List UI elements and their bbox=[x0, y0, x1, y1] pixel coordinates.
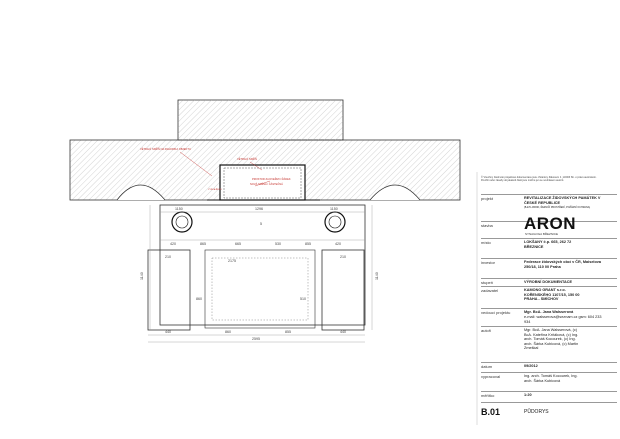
label-datum: datum bbox=[481, 364, 493, 369]
dim-total: 2595 bbox=[252, 337, 260, 341]
label-misto: místo bbox=[481, 240, 491, 245]
dim-small-2: 210 bbox=[340, 255, 346, 259]
label-autori: autoři bbox=[481, 328, 492, 333]
divider bbox=[481, 391, 617, 392]
label-vetraci-skrin: VĚTRACÍ SKŘÍŇ bbox=[237, 156, 257, 161]
copyright-note: © Všechny části této projektové dokument… bbox=[481, 176, 597, 182]
value-zadavatel: KAMONO GRANT s.r.o. KOŘENSKÉHO 1107/15, … bbox=[524, 288, 580, 302]
dim-mid-1: 420 bbox=[170, 242, 176, 246]
label-stupen: stupeň bbox=[481, 280, 494, 285]
columns bbox=[171, 211, 346, 233]
dim-small-4: 510 bbox=[300, 297, 306, 301]
value-vedouci: Mgr. BcA. Jana Walsserová bbox=[524, 310, 574, 314]
label-ventilace: VĚTRACÍ SKŘÍŇ NA PAHORKU/ OBJEKTU bbox=[140, 146, 191, 151]
divider bbox=[481, 278, 617, 279]
divider bbox=[481, 308, 617, 309]
label-investor: investor bbox=[481, 260, 496, 265]
aron-subtitle: SYNAGOGA BŘEZNICE bbox=[525, 232, 559, 236]
label-nova-stena: NOVÁ STĚNA / ČÁSTEČNÁ bbox=[250, 181, 283, 186]
drawing-labels: VĚTRACÍ SKŘÍŇ NA PAHORKU/ OBJEKTU VĚTRAC… bbox=[140, 146, 291, 191]
dimension-text: 1150 1296 1150 420 865 665 530 855 420 2… bbox=[140, 207, 379, 341]
dim-bot-3: 855 bbox=[285, 330, 291, 334]
divider bbox=[481, 194, 617, 195]
dim-bot-4: 440 bbox=[340, 330, 346, 334]
plinth-outline bbox=[147, 204, 366, 331]
value-meritko: 1:20 bbox=[524, 393, 532, 397]
divider bbox=[481, 326, 617, 327]
label-zadavatel: zadavatel bbox=[481, 288, 499, 293]
dim-mid-4: 530 bbox=[275, 242, 281, 246]
dim-side-2: 1140 bbox=[140, 272, 144, 280]
value-misto: LOKŠANY č.p. 665, 262 72 BŘEZNICE bbox=[524, 240, 572, 249]
sheet-code: B.01 bbox=[481, 407, 501, 417]
dim-small-5: 5 bbox=[260, 222, 262, 226]
aron-heading: ARON bbox=[524, 214, 577, 233]
label-vyska: VÝŠKA ŘEZU bbox=[208, 188, 222, 191]
dim-top-1: 1150 bbox=[175, 207, 183, 211]
divider bbox=[481, 221, 617, 222]
dim-side-1: 2175 bbox=[228, 259, 236, 263]
value-projekt-sub: (B-ETL-BRNO, ŘEZNIČÍ PROSTŘEDÍ, POŽÁRNÍ … bbox=[524, 206, 591, 209]
dim-small-1: 210 bbox=[165, 255, 171, 259]
dim-mid-3: 665 bbox=[235, 242, 241, 246]
value-vedouci-contact: e-mail: walsserova@seznam.cz gsm: 604 23… bbox=[524, 315, 602, 324]
dim-side-3: 1140 bbox=[375, 272, 379, 280]
value-investor: Federace židovských obcí v ČR, Maiselova… bbox=[524, 260, 602, 269]
value-projekt: REVITALIZACE ŽIDOVSKÝCH PAMÁTEK V ČESKÉ … bbox=[524, 196, 601, 205]
label-vypracoval: vypracoval bbox=[481, 374, 501, 379]
dim-top-2: 1296 bbox=[255, 207, 263, 211]
divider bbox=[481, 402, 617, 403]
side-arches bbox=[116, 184, 421, 201]
dim-bot-1: 440 bbox=[165, 330, 171, 334]
red-leaders bbox=[179, 151, 271, 187]
label-stavba: stavba bbox=[481, 223, 493, 228]
dim-mid-2: 865 bbox=[200, 242, 206, 246]
value-stupen: VÝROBNÍ DOKUMENTACE bbox=[524, 280, 573, 284]
label-prostor: PROSTOR ZA DVEŘMI / ŘÁDEK bbox=[252, 176, 291, 181]
dim-bot-2: 860 bbox=[225, 330, 231, 334]
dim-small-3: 860 bbox=[196, 297, 202, 301]
sheet-title: PŮDORYS bbox=[524, 409, 549, 415]
divider bbox=[481, 372, 617, 373]
dim-mid-5: 855 bbox=[305, 242, 311, 246]
divider bbox=[481, 258, 617, 259]
label-meritko: měřítko bbox=[481, 393, 495, 398]
value-datum: 09/2012 bbox=[524, 364, 538, 368]
divider bbox=[481, 238, 617, 239]
label-vedouci: vedoucí projektu bbox=[481, 310, 511, 315]
label-projekt: projekt bbox=[481, 196, 494, 201]
divider bbox=[481, 286, 617, 287]
dim-top-3: 1150 bbox=[330, 207, 338, 211]
dim-mid-6: 420 bbox=[335, 242, 341, 246]
value-vypracoval: Ing. arch. Tomáš Kocourek, Ing. arch. Šá… bbox=[524, 374, 578, 383]
value-autori: Mgr. BcA. Jana Walsserová, (c) BcA. Kate… bbox=[524, 328, 579, 351]
ark-cabinet bbox=[207, 164, 320, 201]
dimension-lines bbox=[148, 205, 373, 343]
divider bbox=[481, 362, 617, 363]
